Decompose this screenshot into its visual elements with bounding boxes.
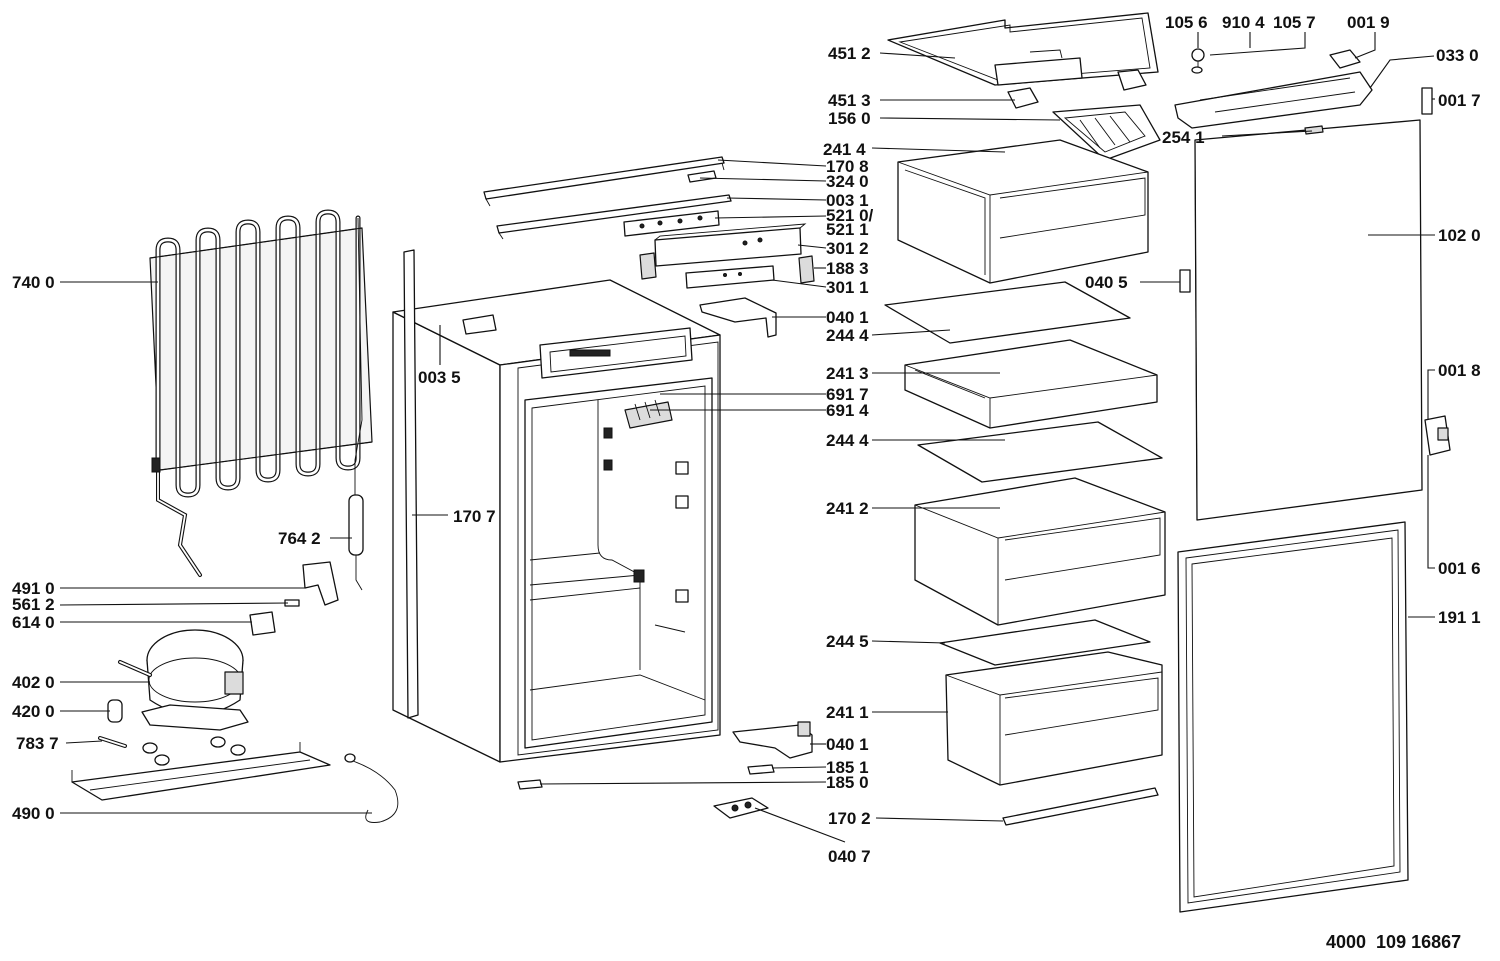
hinge-0401-top bbox=[699, 297, 777, 338]
label-1707: 170 7 bbox=[453, 507, 496, 526]
power-cord bbox=[344, 753, 399, 823]
label-6917: 691 7 bbox=[826, 385, 869, 404]
label-2413: 241 3 bbox=[826, 364, 869, 383]
label-4513: 451 3 bbox=[828, 91, 871, 110]
pin-1850 bbox=[517, 779, 543, 790]
label-5211: 521 1 bbox=[826, 220, 869, 239]
egg-tray-1560 bbox=[1052, 104, 1161, 161]
label-0405: 040 5 bbox=[1085, 273, 1128, 292]
label-4200: 420 0 bbox=[12, 702, 55, 721]
cabinet-strip bbox=[403, 249, 419, 719]
label-0401-top: 040 1 bbox=[826, 308, 869, 327]
label-2445: 244 5 bbox=[826, 632, 869, 651]
side-cap-left bbox=[639, 252, 657, 280]
label-7400: 740 0 bbox=[12, 273, 55, 292]
condenser-coil bbox=[149, 209, 373, 577]
bracket-3240 bbox=[687, 170, 717, 183]
base-plate-4900 bbox=[71, 742, 331, 801]
label-2412: 241 2 bbox=[826, 499, 869, 518]
label-0018: 001 8 bbox=[1438, 361, 1481, 380]
label-1057: 105 7 bbox=[1273, 13, 1316, 32]
label-2444-top: 244 4 bbox=[826, 326, 869, 345]
label-1702: 170 2 bbox=[828, 809, 871, 828]
leader-lines bbox=[59, 32, 1435, 843]
label-5210: 521 0/ bbox=[826, 206, 874, 225]
side-cap-1883 bbox=[798, 255, 815, 284]
label-1911: 191 1 bbox=[1438, 608, 1481, 627]
part-labels: 451 2 451 3 156 0 241 4 170 8 324 0 003 … bbox=[12, 13, 1481, 952]
relay-cover-4910 bbox=[302, 561, 339, 606]
label-1883: 188 3 bbox=[826, 259, 869, 278]
label-6140: 614 0 bbox=[12, 613, 55, 632]
label-1708: 170 8 bbox=[826, 157, 869, 176]
clip-0405 bbox=[1179, 269, 1191, 293]
label-4020: 402 0 bbox=[12, 673, 55, 692]
glass-shelf-2444b bbox=[917, 421, 1163, 483]
bracket-0017 bbox=[1421, 87, 1433, 115]
label-6914: 691 4 bbox=[826, 401, 869, 420]
label-0031: 003 1 bbox=[826, 191, 869, 210]
label-3012: 301 2 bbox=[826, 239, 869, 258]
diagram-code: 4000 109 16867 bbox=[1326, 932, 1461, 952]
door-gasket bbox=[1177, 521, 1409, 913]
top-rail-1708 bbox=[483, 156, 725, 207]
label-2444-mid: 244 4 bbox=[826, 431, 869, 450]
label-0330: 033 0 bbox=[1436, 46, 1479, 65]
relay-6140 bbox=[249, 611, 276, 636]
label-0035: 003 5 bbox=[418, 368, 461, 387]
strip-1702 bbox=[1002, 787, 1159, 826]
control-board bbox=[623, 210, 720, 237]
hinge-top-0330 bbox=[1174, 71, 1373, 129]
label-4910: 491 0 bbox=[12, 579, 55, 598]
hinge-0401-bottom bbox=[732, 721, 813, 759]
grommets bbox=[142, 736, 246, 766]
label-1560: 156 0 bbox=[828, 109, 871, 128]
top-cover-4512 bbox=[887, 12, 1159, 86]
door-panel bbox=[1194, 119, 1423, 521]
label-2541: 254 1 bbox=[1162, 128, 1205, 147]
label-1056: 105 6 bbox=[1165, 13, 1208, 32]
label-0401-bottom: 040 1 bbox=[826, 735, 869, 754]
capacitor-4200 bbox=[107, 699, 123, 723]
pin-1851 bbox=[747, 764, 775, 775]
label-1020: 102 0 bbox=[1438, 226, 1481, 245]
label-7837: 783 7 bbox=[16, 734, 59, 753]
label-1851: 185 1 bbox=[826, 758, 869, 777]
glass-shelf-2444a bbox=[884, 281, 1131, 344]
label-2414: 241 4 bbox=[823, 140, 866, 159]
label-0017: 001 7 bbox=[1438, 91, 1481, 110]
control-panel bbox=[654, 223, 807, 267]
label-4900: 490 0 bbox=[12, 804, 55, 823]
compressor bbox=[118, 629, 249, 731]
label-1850: 185 0 bbox=[826, 773, 869, 792]
label-3240: 324 0 bbox=[826, 172, 869, 191]
label-3011: 301 1 bbox=[826, 278, 869, 297]
glass-shelf-2445 bbox=[939, 619, 1151, 666]
drier-filter bbox=[348, 217, 364, 591]
label-7642: 764 2 bbox=[278, 529, 321, 548]
drawer-2411 bbox=[945, 651, 1163, 786]
panel-3011 bbox=[685, 265, 775, 289]
door-hinge-right bbox=[1424, 415, 1451, 456]
label-0019: 001 9 bbox=[1347, 13, 1390, 32]
top-rail-0031 bbox=[496, 194, 732, 240]
cap-0019 bbox=[1329, 49, 1361, 69]
plate-0407 bbox=[713, 797, 769, 819]
screws-1056-1057 bbox=[1191, 48, 1205, 74]
label-9104: 910 4 bbox=[1222, 13, 1265, 32]
label-5612: 561 2 bbox=[12, 595, 55, 614]
cabinet bbox=[392, 279, 721, 763]
drawer-2412 bbox=[914, 477, 1166, 626]
drawer-2414 bbox=[897, 139, 1149, 284]
tube-7837 bbox=[98, 736, 127, 748]
drawer-2413 bbox=[904, 339, 1158, 429]
label-2411: 241 1 bbox=[826, 703, 869, 722]
label-4512: 451 2 bbox=[828, 44, 871, 63]
clip-4513 bbox=[1007, 69, 1147, 109]
label-0407: 040 7 bbox=[828, 847, 871, 866]
label-0016: 001 6 bbox=[1438, 559, 1481, 578]
